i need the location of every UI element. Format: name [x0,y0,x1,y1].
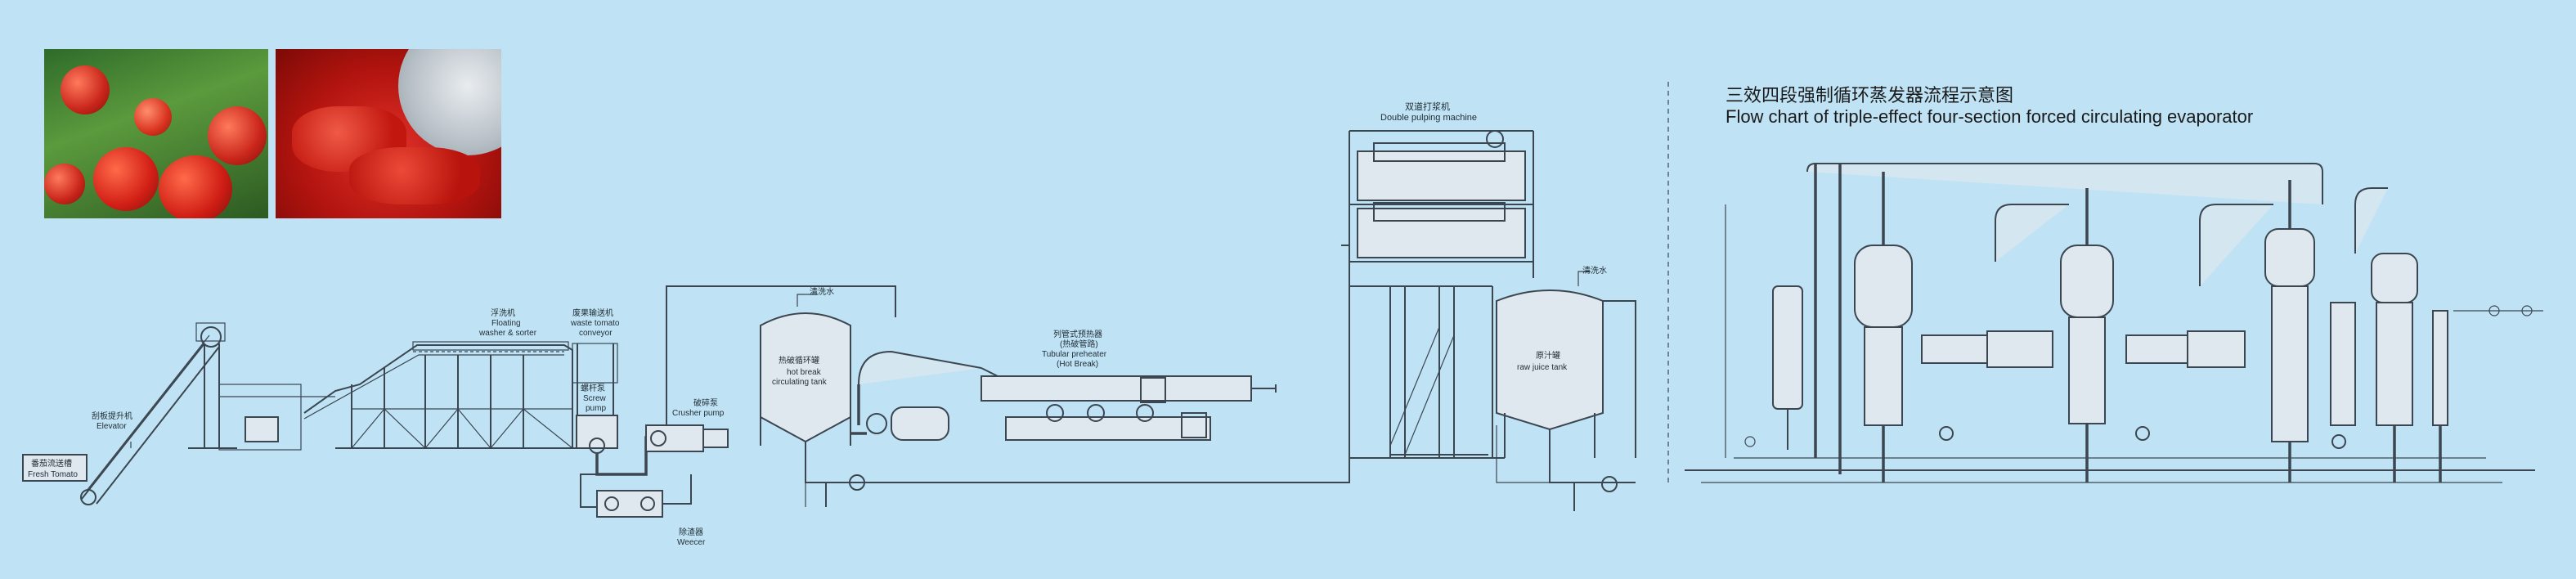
fresh-tomato-label-cn: 番茄流送槽 [31,458,72,469]
hot-break-pump [850,350,982,441]
screw-label-en2: pump [586,404,606,413]
cleanwater-label-2: 清洗水 [1582,265,1607,276]
preheater-label-cn1: 列管式预热器 [1053,329,1102,339]
weecer: 除渣器 Weecer [580,474,706,547]
rawjuice-label-en: raw juice tank [1517,363,1568,372]
hotbreak-label-en1: hot break [787,368,822,377]
weecer-label-cn: 除渣器 [679,527,703,537]
pulping-label-cn: 双道打浆机 [1405,101,1450,112]
bottom-manifold [805,245,1350,507]
raw-juice-tank: 清洗水 原汁罐 raw juice tank [1496,265,1636,474]
fresh-tomato-flume: 番茄流送槽 Fresh Tomato [22,454,88,482]
hotbreak-label-en2: circulating tank [772,378,828,387]
crusher-pump: 破碎泵 Crusher pump [595,285,896,476]
evaporator-diagram [1685,163,2543,483]
title-cn: 三效四段强制循环蒸发器流程示意图 [1726,86,2013,106]
double-pulping-machine: 双道打浆机 Double pulping machine [1349,101,1534,286]
title-en: Flow chart of triple-effect four-section… [1726,106,2253,127]
washer-label-cn: 浮洗机 [491,307,515,318]
weecer-label-en: Weecer [677,538,706,547]
elevator-label-cn: 刮板提升机 [92,411,132,421]
washer-label-en1: Floating [491,319,521,328]
screw-label-cn: 螺杆泵 [581,384,605,393]
screw-pump: 螺杆泵 Screw pump [576,384,618,454]
tomato-plant-photo [44,49,268,218]
waste-label-en2: conveyor [579,329,613,338]
washer-label-en2: washer & sorter [478,329,537,338]
scraper-elevator: 刮板提升机 Elevator [80,322,237,505]
screw-label-en1: Screw [583,394,607,403]
waste-label-cn: 废果输送机 [572,307,613,318]
floating-washer-sorter: 浮洗机 Floating washer & sorter [303,307,589,449]
raw-juice-piping [1496,425,1636,511]
crusher-label-en: Crusher pump [672,409,725,418]
pulping-support [1349,285,1505,459]
rawjuice-label-cn: 原汁罐 [1536,350,1560,361]
elevator-label-en: Elevator [96,422,127,431]
waste-label-en1: waste tomato [570,319,620,328]
preheater-label-cn2: (热破管路) [1060,339,1098,349]
hotbreak-label-cn: 热破循环罐 [779,355,819,366]
fresh-tomato-label-en: Fresh Tomato [28,470,78,479]
cleanwater-label-1: 清洗水 [810,286,834,297]
support-frame [218,384,335,451]
hot-break-tank: 清洗水 热破循环罐 hot break circulating tank [760,286,851,458]
preheater-label-en1: Tubular preheater [1042,350,1107,359]
crusher-label-cn: 破碎泵 [693,397,718,408]
pulping-label-en: Double pulping machine [1380,113,1477,123]
tubular-preheater: 列管式预热器 (热破管路) Tubular preheater (Hot Bre… [981,329,1277,441]
preheater-label-en2: (Hot Break) [1057,360,1098,369]
tomato-paste-photo [276,49,501,218]
